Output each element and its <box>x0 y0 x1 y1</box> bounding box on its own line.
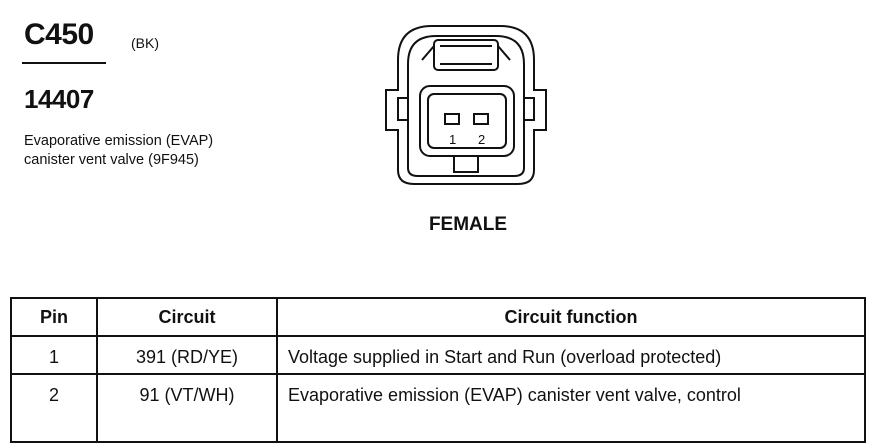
connector-color-code: (BK) <box>131 35 159 51</box>
pin-cell: 1 <box>10 335 98 375</box>
description-line: Evaporative emission (EVAP) <box>24 133 214 149</box>
function-cell: Voltage supplied in Start and Run (overl… <box>276 335 866 375</box>
column-header-function: Circuit function <box>276 297 866 337</box>
description-line: canister vent valve (9F945) <box>24 152 199 168</box>
cavity-1 <box>444 113 460 125</box>
cavity-2 <box>473 113 489 125</box>
pin-cell: 2 <box>10 373 98 443</box>
cavity-label: 2 <box>478 132 485 147</box>
function-cell: Evaporative emission (EVAP) canister ven… <box>276 373 866 443</box>
cavity-label: 1 <box>449 132 456 147</box>
circuit-cell: 91 (VT/WH) <box>96 373 278 443</box>
header-divider <box>22 62 106 64</box>
connector-id: C450 <box>24 18 94 51</box>
component-description: Evaporative emission (EVAP) canister ven… <box>24 132 213 170</box>
part-number: 14407 <box>24 84 94 114</box>
connector-gender-label: FEMALE <box>428 214 508 235</box>
column-header-circuit: Circuit <box>96 297 278 337</box>
circuit-cell: 391 (RD/YE) <box>96 335 278 375</box>
connector-face-diagram: 1 2 <box>385 25 547 185</box>
table-row: 2 91 (VT/WH) Evaporative emission (EVAP)… <box>10 373 866 443</box>
column-header-pin: Pin <box>10 297 98 337</box>
pinout-table: Pin Circuit Circuit function 1 391 (RD/Y… <box>10 297 866 443</box>
table-header-row: Pin Circuit Circuit function <box>10 297 866 337</box>
table-row: 1 391 (RD/YE) Voltage supplied in Start … <box>10 335 866 375</box>
